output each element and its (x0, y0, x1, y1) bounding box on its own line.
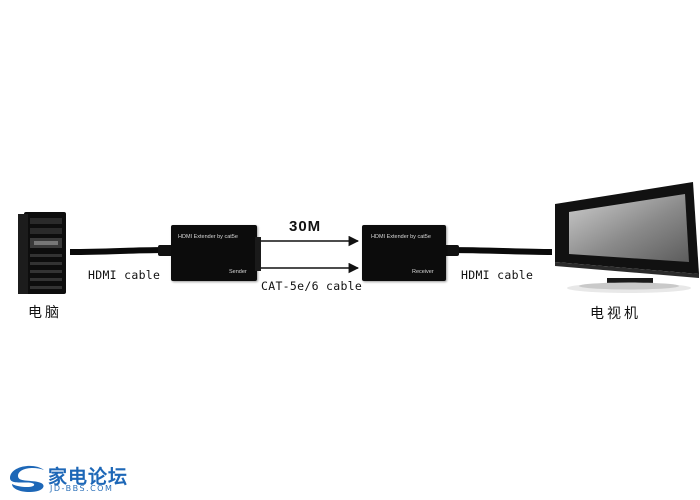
distance-label: 30M (289, 218, 322, 235)
receiver-title: HDMI Extender by cat5e (371, 234, 431, 240)
watermark-domain: JD-BBS.COM (50, 484, 114, 493)
output-hdmi-cable (444, 247, 553, 255)
output-hdmi-plug (443, 245, 459, 256)
swirl-logo-icon (10, 465, 44, 492)
input-hdmi-plug (158, 245, 174, 256)
sender-port (255, 237, 261, 271)
tv-icon (555, 182, 699, 293)
input-cable-label: HDMI cable (88, 268, 161, 282)
sender-box: HDMI Extender by cat5e Sender (171, 225, 257, 281)
tv-label: 电视机 (590, 306, 641, 322)
receiver-tag: Receiver (412, 269, 434, 275)
receiver-box: HDMI Extender by cat5e Receiver (362, 225, 446, 281)
watermark-name: 家电论坛 (48, 466, 129, 488)
input-hdmi-cable (69, 247, 171, 255)
sender-title: HDMI Extender by cat5e (178, 234, 238, 240)
pc-label: 电脑 (28, 305, 62, 321)
output-cable-label: HDMI cable (461, 268, 534, 282)
pc-tower-icon (18, 212, 66, 294)
link-cable-label: CAT-5e/6 cable (261, 279, 363, 293)
sender-tag: Sender (229, 269, 247, 275)
